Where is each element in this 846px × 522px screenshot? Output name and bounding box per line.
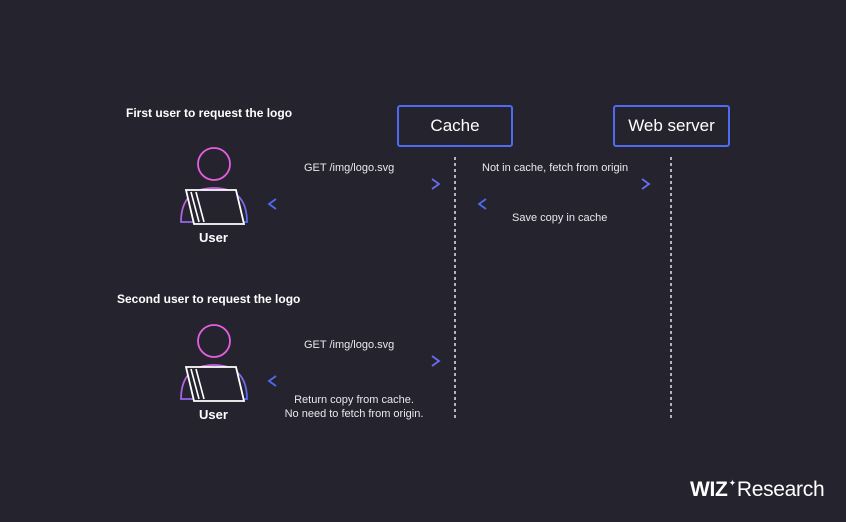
arrow-user2-to-cache xyxy=(268,355,441,367)
save-copy-label: Save copy in cache xyxy=(512,212,608,224)
wiz-research-logo: WIZ✦Research xyxy=(690,478,825,502)
cache-miss-label: Not in cache, fetch from origin xyxy=(482,162,629,174)
return-line2-label: No need to fetch from origin. xyxy=(284,408,424,420)
first-request-label: GET /img/logo.svg xyxy=(304,162,395,174)
arrow-cache-to-server xyxy=(478,178,651,190)
arrow-user1-to-cache xyxy=(268,178,441,190)
arrow-cache-to-user1 xyxy=(267,198,440,210)
arrow-server-to-cache xyxy=(477,198,650,210)
user-2-icon xyxy=(180,324,248,402)
second-request-label: GET /img/logo.svg xyxy=(304,339,395,351)
research-wordmark: Research xyxy=(736,478,825,501)
user-2-label: User xyxy=(199,407,228,422)
web-server-node: Web server xyxy=(613,105,730,147)
user-1-icon xyxy=(180,147,248,225)
first-section-title: First user to request the logo xyxy=(126,106,293,120)
cache-node: Cache xyxy=(397,105,513,147)
second-section-title: Second user to request the logo xyxy=(117,292,301,306)
web-server-node-label: Web server xyxy=(628,116,715,135)
cache-node-label: Cache xyxy=(430,116,480,135)
spark-icon: ✦ xyxy=(728,478,737,488)
return-line1-label: Return copy from cache. xyxy=(294,394,414,406)
wiz-wordmark: WIZ xyxy=(690,478,728,501)
arrow-cache-to-user2 xyxy=(267,375,440,387)
user-1-label: User xyxy=(199,230,228,245)
